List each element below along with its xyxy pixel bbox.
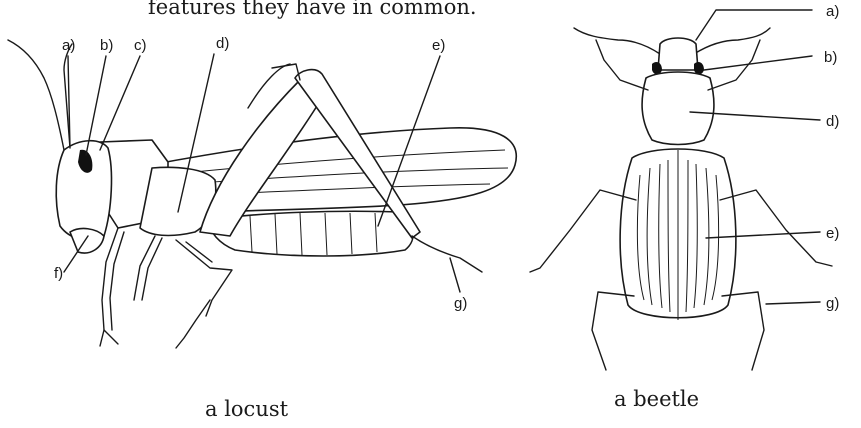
header-text: features they have in common. <box>148 0 477 19</box>
beetle-antenna-right <box>694 28 770 54</box>
locust-mid-leg-inner <box>142 238 162 300</box>
beetle-label-a: a) <box>826 3 839 20</box>
locust-drawing <box>8 40 516 348</box>
beetle-mid-leg-right <box>720 190 832 266</box>
locust-line-b <box>86 56 106 155</box>
beetle-line-a <box>696 10 812 40</box>
beetle-front-leg-left <box>596 40 648 90</box>
locust-label-g: g) <box>454 295 467 312</box>
beetle-front-leg-right <box>708 40 760 90</box>
beetle-antenna-left <box>574 28 660 54</box>
locust-mid-leg-2 <box>176 240 232 316</box>
locust-label-e: e) <box>432 37 445 54</box>
beetle-label-e: e) <box>826 225 839 242</box>
beetle-head <box>658 38 698 70</box>
locust-hind-foot <box>412 236 482 272</box>
locust-front-leg <box>102 228 118 330</box>
beetle-caption: a beetle <box>614 387 699 411</box>
locust-line-c <box>100 56 140 150</box>
locust-front-foot <box>100 330 118 346</box>
locust-label-d: d) <box>216 35 229 52</box>
header-text-group: features they have in common. <box>148 0 477 19</box>
beetle-line-g <box>766 302 820 304</box>
locust-antenna-1 <box>8 40 64 150</box>
locust-mouthparts <box>70 229 104 254</box>
locust-label-c: c) <box>134 37 147 54</box>
locust-label-f: f) <box>54 265 63 282</box>
beetle-line-b <box>704 56 812 70</box>
beetle-label-b: b) <box>824 49 837 66</box>
beetle-label-d: d) <box>826 113 839 130</box>
locust-mid-foot <box>176 300 210 348</box>
beetle-label-g: g) <box>826 295 839 312</box>
locust-label-b: b) <box>100 37 113 54</box>
locust-caption: a locust <box>205 397 289 421</box>
beetle-pronotum <box>642 72 714 145</box>
beetle-drawing <box>530 28 832 370</box>
locust-label-a: a) <box>62 37 75 54</box>
locust-line-g <box>450 258 460 292</box>
